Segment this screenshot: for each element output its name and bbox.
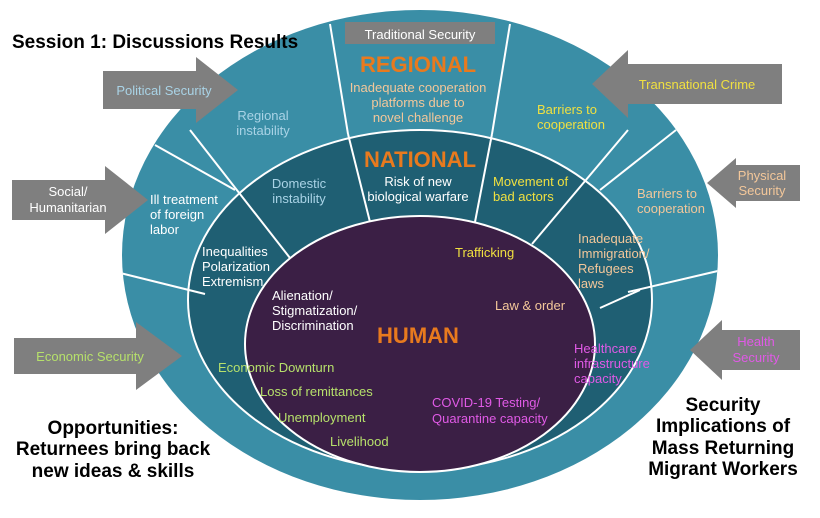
loss-of-remittances: Loss of remittances: [260, 384, 373, 399]
political-security-label: Political Security: [116, 83, 212, 98]
domestic-instability-line-1: Domestic: [272, 176, 327, 191]
regional-title: REGIONAL: [360, 52, 476, 77]
alienation-line-1: Alienation/: [272, 288, 333, 303]
security-implications-line-2: Implications of: [655, 416, 791, 438]
covid-testing-line-2: Quarantine capacity: [432, 411, 548, 426]
biological-warfare-line-1: Risk of new: [384, 174, 452, 189]
trafficking: Trafficking: [455, 245, 514, 260]
national-title: NATIONAL: [364, 147, 476, 172]
alienation-line-3: Discrimination: [272, 318, 354, 333]
transnational-crime-label: Transnational Crime: [639, 77, 756, 92]
ill-treatment-line-3: labor: [150, 222, 180, 237]
ill-treatment-line-1: Ill treatment: [150, 192, 218, 207]
sector-dividers: [122, 23, 718, 309]
arrow-social-humanitarian: Social/ Humanitarian: [12, 166, 148, 234]
economic-security-label: Economic Security: [36, 349, 144, 364]
health-security-line-1: Health: [737, 334, 775, 349]
opportunities-line-3: new ideas & skills: [31, 460, 195, 482]
immigration-line-2: Immigration/: [578, 246, 650, 261]
bad-actors-line-1: Movement of: [493, 174, 569, 189]
inadequate-cooperation-line-2: platforms due to: [371, 95, 464, 110]
healthcare-line-2: infrastructure: [574, 356, 650, 371]
livelihood: Livelihood: [330, 434, 389, 449]
barriers-cooperation-line-1: Barriers to: [537, 102, 597, 117]
security-implications-line-3: Mass Returning: [651, 437, 795, 459]
traditional-security-label: Traditional Security: [365, 27, 476, 42]
regional-instability-line-1: Regional: [237, 108, 288, 123]
biological-warfare-line-2: biological warfare: [367, 189, 468, 204]
physical-security-line-2: Security: [739, 183, 786, 198]
arrow-traditional-security: Traditional Security: [345, 22, 495, 44]
arrow-transnational-crime: Transnational Crime: [592, 50, 782, 118]
covid-testing-line-1: COVID-19 Testing/: [432, 395, 541, 410]
inadequate-cooperation-line-1: Inadequate cooperation: [350, 80, 487, 95]
opportunities-line-2: Returnees bring back: [15, 439, 211, 461]
inequalities-line-3: Extremism: [202, 274, 263, 289]
inequalities-line-1: Inequalities: [202, 244, 268, 259]
social-humanitarian-line-2: Humanitarian: [29, 200, 106, 215]
healthcare-line-1: Healthcare: [574, 341, 637, 356]
social-humanitarian-line-1: Social/: [48, 184, 87, 199]
arrow-economic-security: Economic Security: [14, 322, 182, 390]
alienation-line-2: Stigmatization/: [272, 303, 358, 318]
ill-treatment-line-2: of foreign: [150, 207, 204, 222]
immigration-line-3: Refugees: [578, 261, 634, 276]
law-and-order: Law & order: [495, 298, 566, 313]
arrow-political-security: Political Security: [103, 57, 238, 123]
inadequate-cooperation-line-3: novel challenge: [373, 110, 463, 125]
barriers-cooperation-line-2: cooperation: [537, 117, 605, 132]
inner-circle-human: [244, 215, 596, 473]
health-security-line-2: Security: [733, 350, 780, 365]
regional-instability-line-2: instability: [236, 123, 290, 138]
immigration-line-1: Inadequate: [578, 231, 643, 246]
security-implications-text: Security Implications of Mass Returning …: [626, 395, 820, 480]
healthcare-line-3: capacity: [574, 371, 622, 386]
opportunities-text: Opportunities: Returnees bring back new …: [0, 418, 226, 482]
bad-actors-line-2: bad actors: [493, 189, 554, 204]
immigration-line-4: laws: [578, 276, 605, 291]
barriers-cooperation-right-line-1: Barriers to: [637, 186, 697, 201]
unemployment: Unemployment: [278, 410, 366, 425]
inequalities-line-2: Polarization: [202, 259, 270, 274]
arrow-health-security: Health Security: [690, 320, 800, 380]
human-title: HUMAN: [377, 323, 459, 348]
economic-downturn: Economic Downturn: [218, 360, 334, 375]
opportunities-line-1: Opportunities:: [47, 418, 179, 439]
security-implications-line-4: Migrant Workers: [648, 458, 798, 480]
barriers-cooperation-right-line-2: cooperation: [637, 201, 705, 216]
physical-security-line-1: Physical: [738, 168, 787, 183]
domestic-instability-line-2: instability: [272, 191, 326, 206]
session-title: Session 1: Discussions Results: [12, 32, 299, 53]
arrow-physical-security: Physical Security: [707, 158, 800, 208]
security-implications-line-1: Security: [685, 395, 761, 416]
